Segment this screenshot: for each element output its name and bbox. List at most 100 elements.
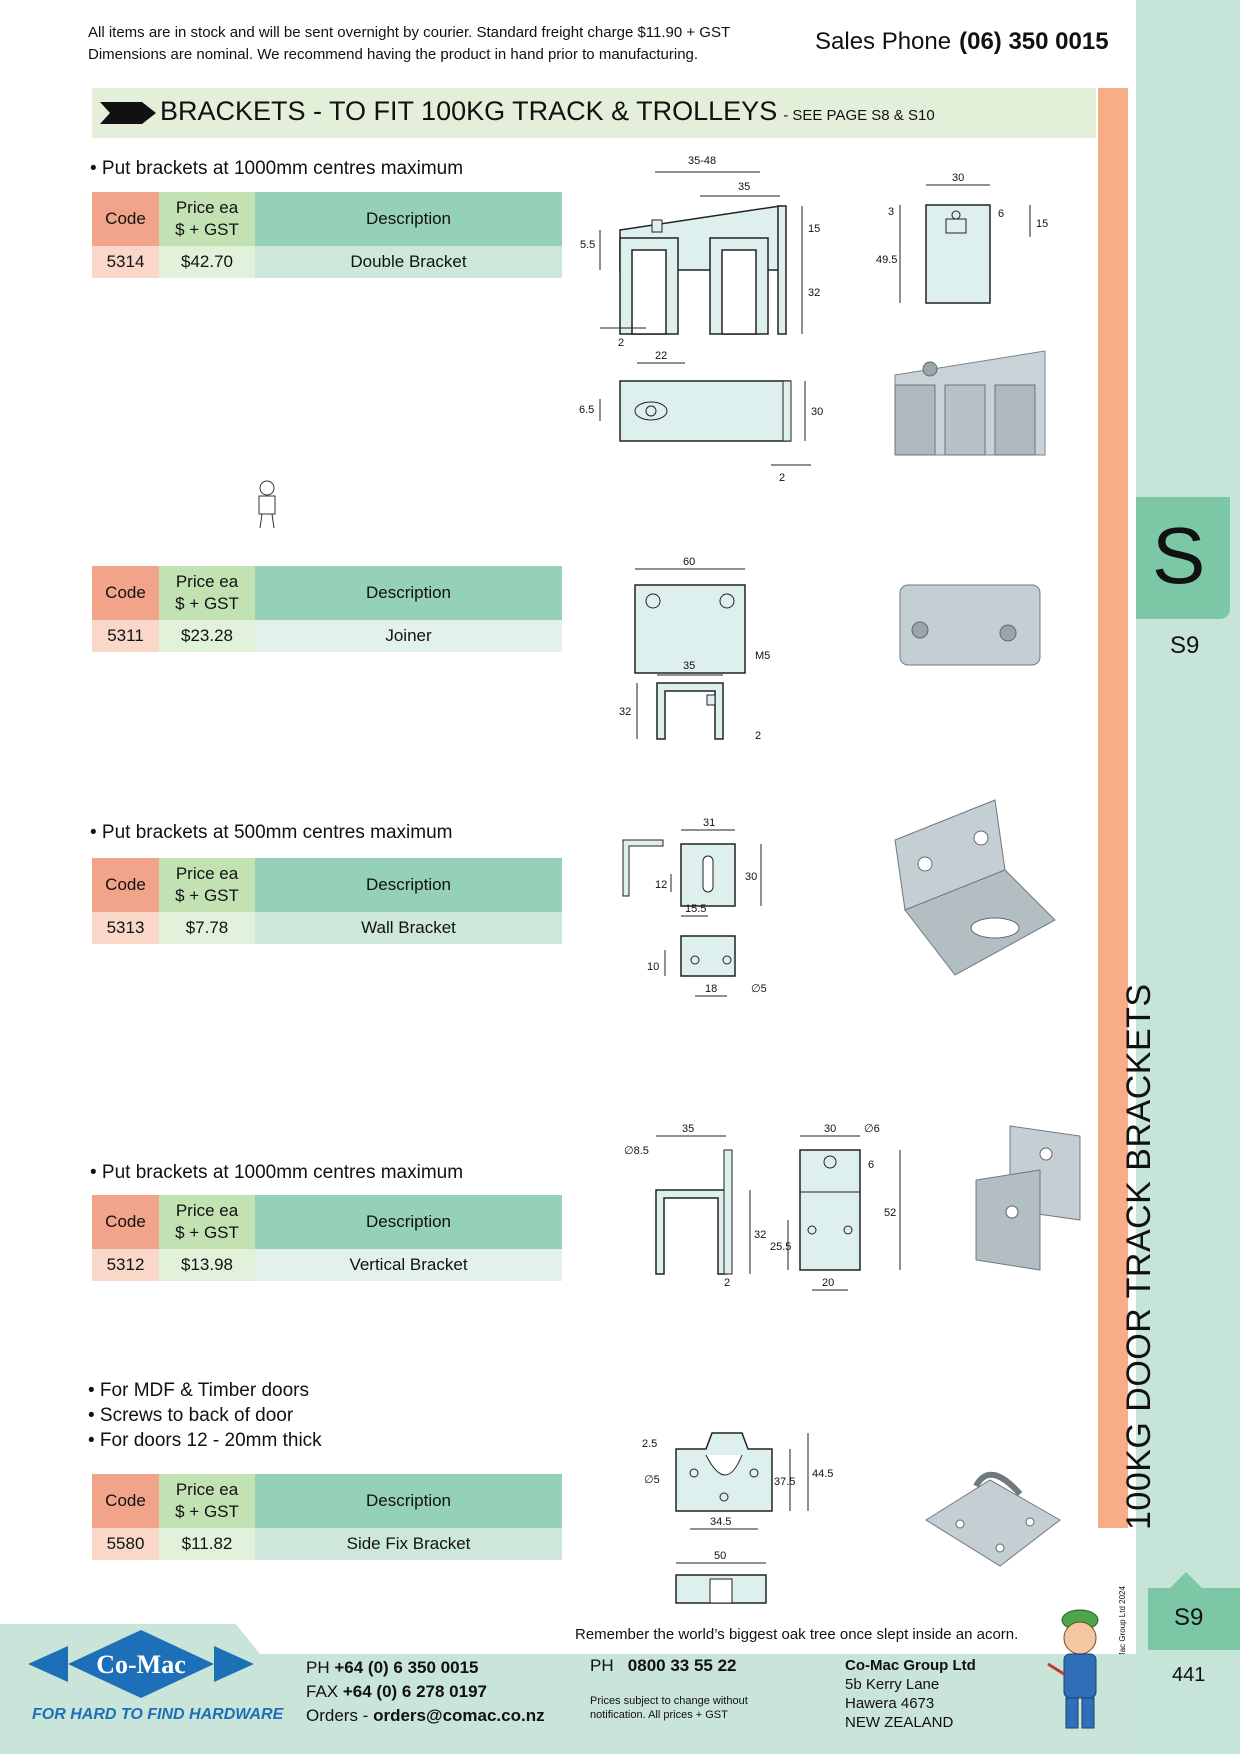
product-description: Double Bracket	[255, 246, 562, 278]
comac-logo[interactable]: Co-Mac	[28, 1628, 254, 1698]
shipping-notice: All items are in stock and will be sent …	[88, 22, 730, 66]
product-price: $13.98	[159, 1249, 255, 1281]
table-row[interactable]: 5580 $11.82 Side Fix Bracket	[92, 1528, 562, 1560]
cartoon-mascot-icon	[258, 480, 276, 529]
joiner-photo	[899, 584, 1041, 666]
section-tab[interactable]	[1136, 497, 1230, 619]
product-code: 5580	[92, 1528, 159, 1560]
svg-text:22: 22	[655, 350, 667, 362]
svg-text:15.5: 15.5	[685, 903, 706, 915]
product-price: $23.28	[159, 620, 255, 652]
svg-text:20: 20	[822, 1277, 834, 1289]
product-notes-5580: • For MDF & Timber doors • Screws to bac…	[88, 1378, 322, 1453]
svg-text:32: 32	[808, 287, 820, 299]
table-row[interactable]: 5313 $7.78 Wall Bracket	[92, 912, 562, 944]
svg-text:2: 2	[779, 472, 785, 484]
table-row[interactable]: 5311 $23.28 Joiner	[92, 620, 562, 652]
ph-value[interactable]: +64 (0) 6 350 0015	[334, 1658, 479, 1677]
svg-text:60: 60	[683, 556, 695, 568]
svg-text:31: 31	[703, 817, 715, 829]
notice-line-2: Dimensions are nominal. We recommend hav…	[88, 46, 699, 63]
double-bracket-side-drawing: 30 3 49.5 6 15	[876, 172, 1048, 304]
svg-text:10: 10	[647, 961, 659, 973]
page-code-bottom: S9	[1174, 1604, 1204, 1631]
price-note: Prices subject to change without notific…	[590, 1695, 748, 1721]
side-fix-bracket-drawing: 2.5 ∅5 37.5 44.5 34.5 50	[642, 1432, 833, 1604]
double-bracket-photo	[894, 350, 1046, 456]
price-header: Price ea$ + GST	[159, 1474, 255, 1528]
svg-text:32: 32	[754, 1229, 766, 1241]
sales-phone-number[interactable]: (06) 350 0015	[959, 28, 1109, 55]
page-number: 441	[1172, 1664, 1206, 1686]
vertical-bracket-drawing: 35 ∅8.5 32 2 30 ∅6 6 25.5 52 20	[624, 1123, 901, 1291]
svg-text:5.5: 5.5	[580, 239, 595, 251]
side-fix-bracket-photo	[925, 1471, 1061, 1567]
code-header: Code	[92, 858, 159, 912]
product-table-5312: Code Price ea$ + GST Description 5312 $1…	[92, 1195, 562, 1281]
section-arrow-icon	[100, 102, 156, 124]
svg-text:∅8.5: ∅8.5	[624, 1145, 649, 1157]
ph2-value[interactable]: 0800 33 55 22	[627, 1656, 737, 1675]
note: • For MDF & Timber doors	[88, 1380, 309, 1401]
product-description: Vertical Bracket	[255, 1249, 562, 1281]
page-tab-notch	[1170, 1572, 1202, 1588]
section-title: BRACKETS - TO FIT 100KG TRACK & TROLLEYS…	[160, 96, 935, 127]
mascot-icon	[1047, 1609, 1099, 1729]
svg-text:Co-Mac: Co-Mac	[96, 1650, 186, 1679]
svg-text:52: 52	[884, 1207, 896, 1219]
price-header: Price ea$ + GST	[159, 858, 255, 912]
svg-text:∅6: ∅6	[864, 1123, 880, 1135]
sales-phone-label: Sales Phone	[815, 28, 952, 55]
section-title-text: BRACKETS - TO FIT 100KG TRACK & TROLLEYS	[160, 96, 778, 126]
product-code: 5312	[92, 1249, 159, 1281]
note: • Put brackets at 500mm centres maximum	[90, 822, 453, 843]
description-header: Description	[255, 192, 562, 246]
orders-label: Orders -	[306, 1706, 369, 1725]
page-tab[interactable]	[1148, 1588, 1240, 1650]
product-notes-5314: • Put brackets at 1000mm centres maximum	[90, 156, 463, 181]
vertical-title: 100KG DOOR TRACK BRACKETS	[1120, 983, 1158, 1530]
wall-bracket-photo	[894, 799, 1056, 976]
code-header: Code	[92, 566, 159, 620]
svg-text:∅5: ∅5	[644, 1474, 660, 1486]
ph2-label: PH	[590, 1656, 614, 1675]
svg-text:30: 30	[952, 172, 964, 184]
product-notes-5312: • Put brackets at 1000mm centres maximum	[90, 1160, 463, 1185]
note: • Put brackets at 1000mm centres maximum	[90, 1162, 464, 1183]
section-subtitle: - SEE PAGE S8 & S10	[783, 107, 935, 124]
product-description: Side Fix Bracket	[255, 1528, 562, 1560]
svg-text:2: 2	[724, 1277, 730, 1289]
svg-text:12: 12	[655, 879, 667, 891]
svg-text:∅5: ∅5	[751, 983, 767, 995]
product-table-5580: Code Price ea$ + GST Description 5580 $1…	[92, 1474, 562, 1560]
table-row[interactable]: 5314 $42.70 Double Bracket	[92, 246, 562, 278]
footer-quote: Remember the world’s biggest oak tree on…	[575, 1626, 1019, 1643]
svg-text:30: 30	[745, 871, 757, 883]
orders-email[interactable]: orders@comac.co.nz	[373, 1706, 545, 1725]
fax-value[interactable]: +64 (0) 6 278 0197	[342, 1682, 488, 1701]
product-table-5311: Code Price ea$ + GST Description 5311 $2…	[92, 566, 562, 652]
svg-text:49.5: 49.5	[876, 254, 897, 266]
svg-text:35: 35	[738, 181, 750, 193]
product-table-5314: Code Price ea$ + GST Description 5314 $4…	[92, 192, 562, 278]
company-name: Co-Mac Group Ltd	[845, 1657, 976, 1674]
product-code: 5313	[92, 912, 159, 944]
note: • Screws to back of door	[88, 1405, 294, 1426]
svg-text:18: 18	[705, 983, 717, 995]
svg-text:6.5: 6.5	[579, 404, 594, 416]
svg-text:35: 35	[683, 660, 695, 672]
wall-bracket-drawing: 31 12 30 15.5 10 18 ∅5	[622, 817, 767, 997]
svg-text:37.5: 37.5	[774, 1476, 795, 1488]
svg-text:15: 15	[808, 223, 820, 235]
svg-text:35-48: 35-48	[688, 155, 716, 167]
table-row[interactable]: 5312 $13.98 Vertical Bracket	[92, 1249, 562, 1281]
footer-contact: PH +64 (0) 6 350 0015 FAX +64 (0) 6 278 …	[306, 1656, 545, 1728]
product-description: Joiner	[255, 620, 562, 652]
svg-text:32: 32	[619, 706, 631, 718]
svg-text:2: 2	[618, 337, 624, 349]
svg-text:6: 6	[868, 1159, 874, 1171]
svg-text:34.5: 34.5	[710, 1516, 731, 1528]
fax-label: FAX	[306, 1682, 339, 1701]
svg-text:25.5: 25.5	[770, 1241, 791, 1253]
vertical-bracket-photo	[975, 1125, 1081, 1271]
